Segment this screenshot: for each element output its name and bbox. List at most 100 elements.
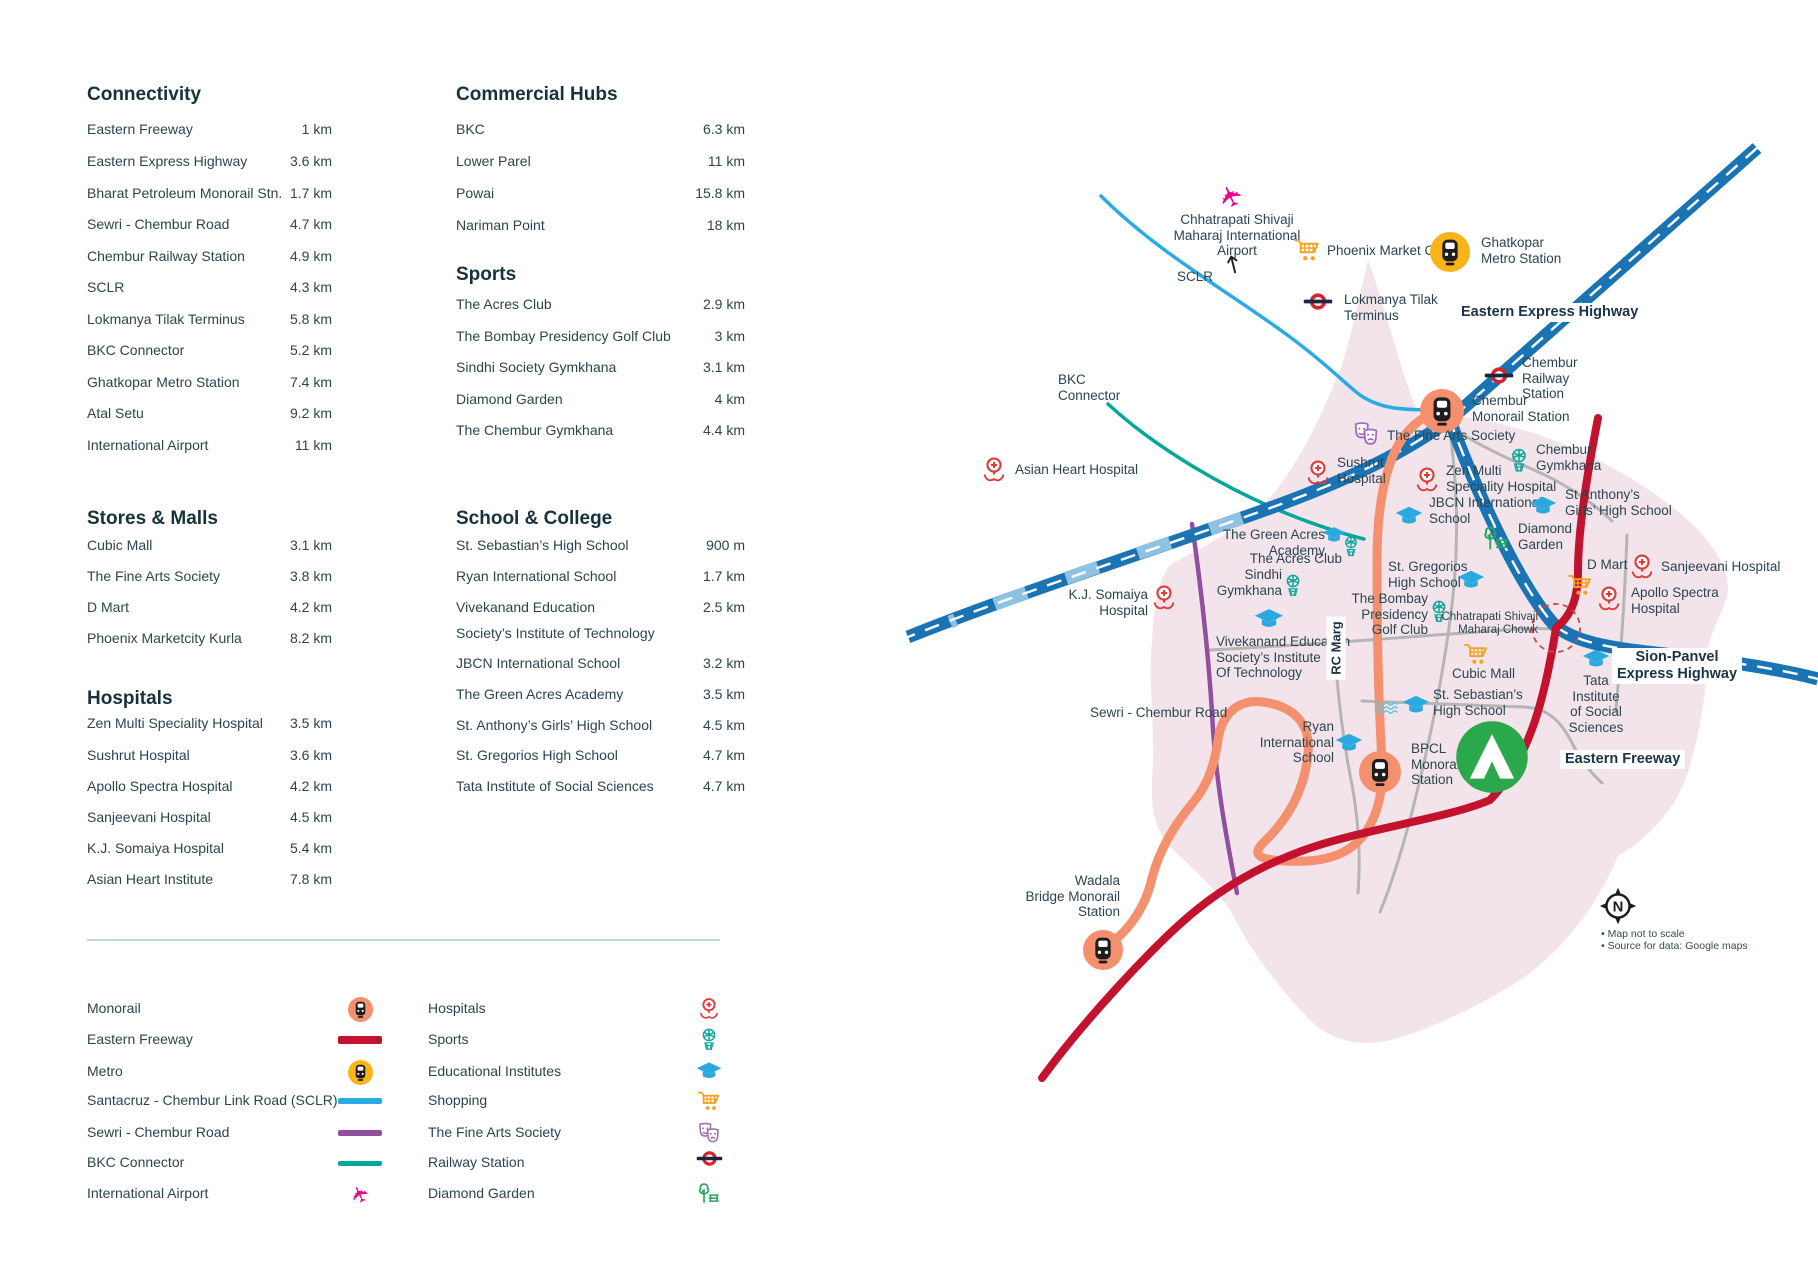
sports-icon	[1345, 536, 1357, 557]
plane-icon: ✈	[1211, 178, 1251, 214]
hospital-pin-icon	[983, 457, 1005, 482]
railway-roundel-icon	[696, 1150, 723, 1167]
monorail-icon	[1359, 751, 1401, 793]
map-label-line: Golf Club	[1371, 622, 1428, 638]
map-label-line: Express Highway	[1616, 665, 1738, 682]
map-label-line: • Source for data: Google maps	[1601, 940, 1748, 953]
item-label: The Green Acres Academy	[456, 686, 624, 702]
map-label-line: K.J. Somaiya	[1068, 587, 1148, 602]
item-label: The Chembur Gymkhana	[456, 422, 614, 438]
monorail-line	[1098, 406, 1445, 953]
monorail-icon	[347, 996, 373, 1022]
edu-cap-icon	[1321, 523, 1347, 549]
map-label-line: Society’s Institute	[1216, 649, 1321, 665]
legend-label-santacruz-chembur-link-road-sclr-: Santacruz - Chembur Link Road (SCLR)	[87, 1092, 338, 1108]
svg-text:N: N	[1613, 899, 1624, 915]
edu-cap-icon	[1254, 609, 1284, 627]
cart-icon	[696, 1088, 722, 1114]
item-distance: 4.4 km	[702, 422, 745, 438]
legend-label-monorail: Monorail	[87, 1000, 141, 1016]
map-label-line: St. Sebastian’s	[1433, 687, 1523, 702]
item-label: Sushrut Hospital	[87, 747, 190, 763]
eastern-express-highway-centerline	[907, 147, 1758, 639]
map-label-line: Station	[1077, 904, 1120, 920]
map-label-efree-label: Eastern Freeway	[1560, 750, 1686, 769]
item-label: Atal Setu	[87, 405, 144, 421]
list-item-school: Society’s Institute of Technology	[456, 625, 745, 641]
legend-label-bkc-connector: BKC Connector	[87, 1154, 185, 1170]
masks-icon	[1350, 418, 1382, 450]
map-label-line: St Anthony’s	[1565, 487, 1640, 502]
map-label-line: Gymkhana	[1536, 457, 1602, 473]
item-label: Sanjeevani Hospital	[87, 809, 211, 825]
legend-label-sewri-chembur-road: Sewri - Chembur Road	[87, 1124, 230, 1140]
item-distance: 4.7 km	[702, 747, 745, 763]
item-label: Chembur Railway Station	[87, 248, 245, 264]
item-label: Cubic Mall	[87, 537, 153, 553]
map-label-line: RC Marg	[1328, 621, 1344, 675]
item-label: The Acres Club	[456, 296, 552, 312]
panel-divider	[87, 939, 720, 941]
item-distance: 4.9 km	[289, 248, 332, 264]
sewri-chembur-road	[1189, 521, 1240, 896]
item-distance: 5.4 km	[289, 840, 332, 856]
edu-cap-icon	[696, 1062, 722, 1079]
item-label: Lower Parel	[456, 153, 531, 169]
map-label-line: Academy	[1268, 542, 1325, 558]
railway-roundel-icon	[1484, 366, 1514, 385]
map-label-line: Lokmanya Tilak	[1344, 292, 1438, 307]
item-distance: 4.3 km	[289, 279, 332, 295]
map-label-cubic: Cubic Mall	[1452, 666, 1515, 682]
item-distance: 1.7 km	[702, 568, 745, 584]
map-label-line: Terminus	[1344, 307, 1399, 323]
map-label-line: D Mart	[1587, 557, 1628, 572]
map-label-line: Eastern Freeway	[1565, 751, 1681, 767]
map-label-line: Sion-Panvel	[1635, 649, 1719, 665]
item-label: BKC Connector	[87, 342, 185, 358]
map-label-line: Sewri - Chembur Road	[1090, 705, 1228, 720]
map-label-line: Asian Heart Hospital	[1015, 462, 1139, 477]
section-title-sports: Sports	[456, 264, 517, 285]
sports-icon	[1505, 447, 1533, 475]
map-label-line: Maharaj International	[1173, 227, 1301, 243]
sion-panvel-centerline	[1447, 417, 1818, 681]
item-distance: 15.8 km	[695, 185, 745, 201]
edu-cap-icon	[1401, 691, 1431, 721]
list-item-connectivity: Bharat Petroleum Monorail Stn.1.7 km	[87, 185, 332, 201]
map-label-line: BKC	[1058, 372, 1086, 387]
item-label: Nariman Point	[456, 217, 545, 233]
item-label: Eastern Express Highway	[87, 153, 248, 169]
hospital-pin-icon	[1412, 465, 1442, 495]
edu-cap-icon	[1457, 570, 1485, 588]
item-label: Apollo Spectra Hospital	[87, 778, 233, 794]
map-label-asian-heart: Asian Heart Hospital	[1015, 462, 1138, 478]
item-distance: 11 km	[707, 153, 745, 169]
hospital-pin-icon	[700, 998, 718, 1019]
sports-icon	[702, 1028, 716, 1050]
map-label-line: The Green Acres	[1222, 527, 1325, 542]
edu-cap-icon	[1529, 496, 1557, 514]
item-distance: 3.8 km	[289, 568, 332, 584]
map-label-line: Gymkhana	[1216, 582, 1282, 598]
map-label-line: High School	[1433, 702, 1506, 718]
map-label-eeh-label: Eastern Express Highway	[1456, 303, 1644, 322]
metro-icon	[1430, 232, 1470, 272]
garden-icon	[698, 1183, 719, 1204]
legend-label-international-airport: International Airport	[87, 1185, 209, 1201]
